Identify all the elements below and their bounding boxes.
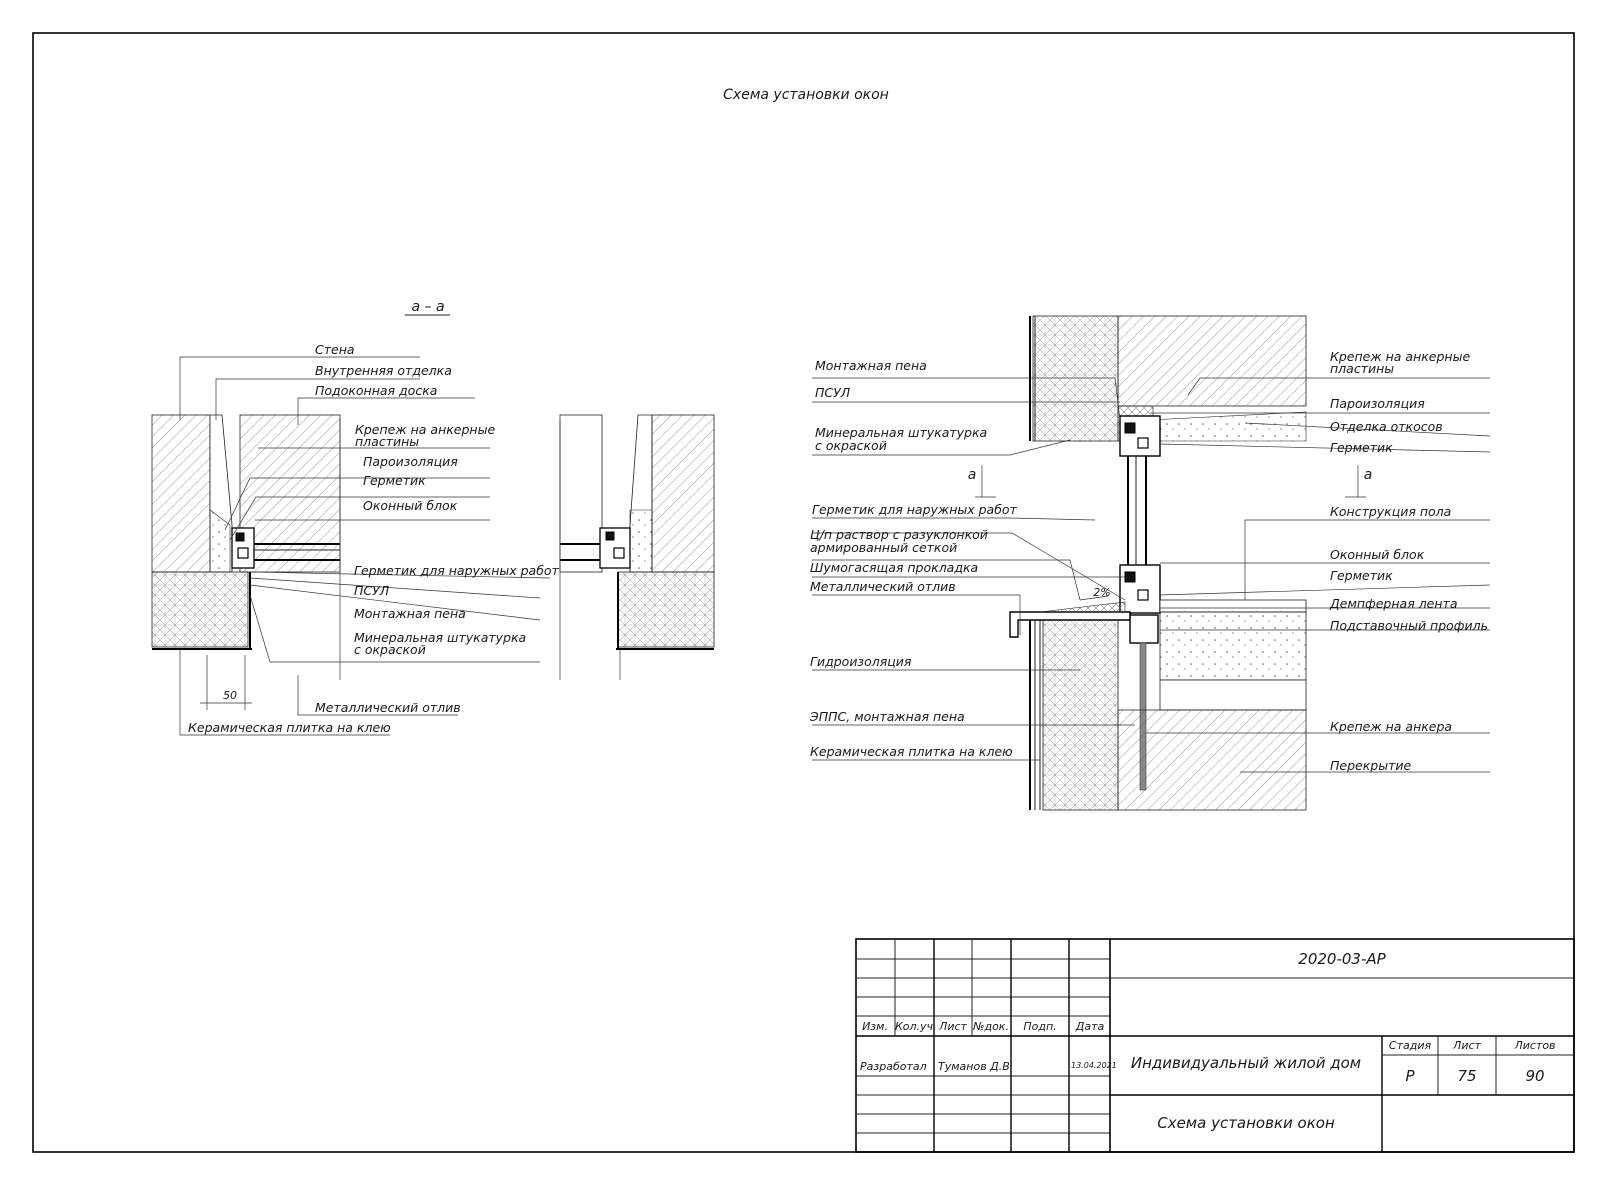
left-detail: а – а [151,299,715,736]
label-tile: Керамическая плитка на клею [188,720,391,735]
stage-value: Р [1405,1067,1415,1085]
developed-label: Разработал [860,1060,927,1073]
label-r-tile: Керамическая плитка на клею [810,744,1013,759]
label-r-anchor-plate: Крепеж на анкерные [1330,349,1470,364]
label-r-slab: Перекрытие [1330,758,1411,773]
header-sign: Подп. [1023,1020,1056,1033]
section-mark: а – а [411,299,444,315]
sheet-value: 75 [1457,1067,1476,1085]
label-anchor-fastener: Крепеж на анкерные [355,422,495,437]
sheets-header: Листов [1513,1039,1555,1052]
sheet-header: Лист [1452,1039,1481,1052]
label-r-window-block: Оконный блок [1330,547,1425,562]
developer-name: Туманов Д.В. [938,1060,1013,1073]
wall-left [151,414,211,573]
label-sealant: Герметик [363,473,426,488]
label-r-vapor-barrier: Пароизоляция [1330,396,1425,411]
label-r-anchor: Крепеж на анкера [1330,719,1452,734]
label-anchor-fastener-2: пластины [355,434,419,449]
label-window-block: Оконный блок [363,498,458,513]
label-sill-board: Подоконная доска [315,383,437,398]
label-r-psul: ПСУЛ [815,385,851,400]
header-date: Дата [1075,1020,1105,1033]
label-r-sealant-2: Герметик [1330,568,1393,583]
sheet-frame [32,32,1575,1153]
title-block: 2020-03-АР Изм. Кол.уч Лист №док. Подп. … [855,938,1575,1153]
label-r-exterior-sealant: Герметик для наружных работ [812,502,1018,517]
dimension-50: 50 [223,689,237,702]
label-r-mortar-2: армированный сеткой [810,540,957,555]
label-r-sealant: Герметик [1330,440,1393,455]
label-r-mortar: Ц/п раствор с разуклонкой [810,527,988,542]
label-exterior-sealant: Герметик для наружных работ [354,563,560,578]
section-mark-left: а [968,467,977,483]
label-interior-finish: Внутренняя отделка [315,363,452,378]
sheet-name: Схема установки окон [1157,1114,1335,1132]
section-mark-right: а [1364,467,1373,483]
sheet-title: Схема установки окон [723,87,889,103]
label-r-plaster: Минеральная штукатурка [815,425,987,440]
label-r-damper-tape: Демпферная лента [1329,596,1458,611]
label-plaster: Минеральная штукатурка [354,630,526,645]
header-list: Лист [938,1020,967,1033]
label-r-plaster-2: с окраской [815,438,887,453]
header-izm: Изм. [862,1020,888,1033]
label-vapor-barrier: Пароизоляция [363,454,458,469]
label-drip: Металлический отлив [315,700,461,715]
label-r-floor: Конструкция пола [1330,504,1451,519]
label-r-reveal-finish: Отделка откосов [1330,419,1443,434]
label-r-xps: ЭППС, монтажная пена [809,709,965,724]
label-r-noise-gasket: Шумогасящая прокладка [810,560,978,575]
label-plaster-2: с окраской [354,642,426,657]
project-name: Индивидуальный жилой дом [1131,1054,1361,1072]
stage-header: Стадия [1389,1039,1432,1052]
developed-date: 13.04.2021 [1071,1061,1117,1070]
label-foam: Монтажная пена [354,606,466,621]
header-doc: №док. [972,1020,1009,1033]
right-detail: 2% а а Монтажная пена ПСУ [809,315,1491,811]
label-r-support-profile: Подставочный профиль [1330,618,1488,633]
label-r-anchor-plate-2: пластины [1330,361,1394,376]
label-r-foam: Монтажная пена [815,358,927,373]
label-wall: Стена [315,342,355,357]
sheets-value: 90 [1525,1067,1544,1085]
header-kol: Кол.уч [895,1020,934,1033]
label-psul: ПСУЛ [354,583,390,598]
label-r-drip: Металлический отлив [810,579,956,594]
doc-code: 2020-03-АР [1298,950,1386,968]
label-r-waterproofing: Гидроизоляция [810,654,912,669]
